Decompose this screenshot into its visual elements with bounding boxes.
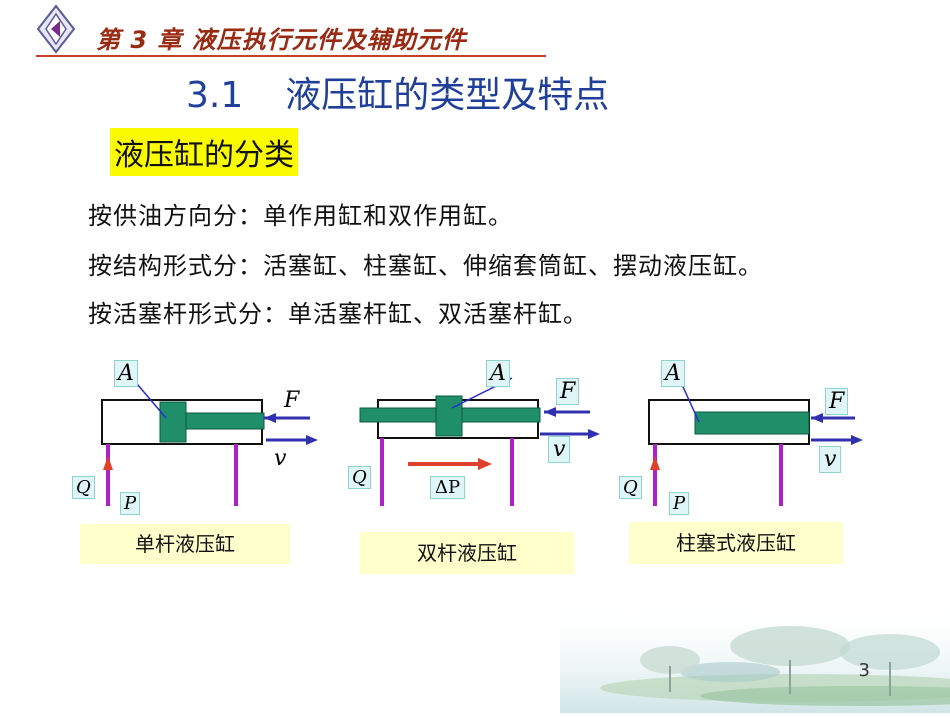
section-number: 3.1 [186, 75, 244, 116]
velocity-label: v [819, 446, 842, 473]
body-line: 按活塞杆形式分：单活塞杆缸、双活塞杆缸。 [88, 300, 588, 328]
pressure-label: P [669, 492, 690, 515]
diagram-plunger: A F v Q P 柱塞式液压缸 [615, 356, 885, 576]
single-rod-cylinder-figure [101, 377, 318, 506]
area-label: A [661, 360, 685, 387]
double-rod-cylinder-figure [359, 377, 600, 506]
diagram-caption: 双杆液压缸 [360, 532, 574, 574]
page-number: 3 [858, 660, 870, 681]
force-label: F [825, 388, 849, 415]
pressure-label: P [120, 492, 141, 515]
area-label: A [114, 360, 138, 387]
header-divider [36, 55, 546, 57]
subtitle: 液压缸的分类 [110, 128, 298, 176]
flow-label: Q [619, 476, 642, 499]
section-title: 液压缸的类型及特点 [285, 75, 610, 116]
pressure-difference-label: ΔP [430, 476, 466, 499]
diagram-caption: 单杆液压缸 [80, 524, 290, 564]
landscape-decoration [560, 600, 950, 713]
flow-label: Q [348, 466, 371, 489]
section-heading: 3.1 液压缸的类型及特点 [186, 66, 609, 118]
plunger-cylinder-figure [648, 377, 863, 506]
velocity-label: v [274, 446, 287, 471]
diagram-single-rod: A F v Q P 单杆液压缸 [70, 356, 340, 576]
diagram-caption: 柱塞式液压缸 [629, 522, 843, 564]
velocity-label: v [548, 436, 571, 463]
area-label: A [486, 360, 510, 387]
back-nav-icon[interactable] [36, 4, 76, 54]
body-line: 按结构形式分：活塞缸、柱塞缸、伸缩套筒缸、摆动液压缸。 [88, 252, 763, 280]
force-label: F [556, 378, 580, 405]
force-label: F [284, 388, 300, 413]
chapter-title: 第 3 章 液压执行元件及辅助元件 [96, 26, 467, 54]
flow-label: Q [72, 476, 95, 499]
diagram-double-rod: A F v Q ΔP 双杆液压缸 [340, 356, 620, 586]
body-line: 按供油方向分：单作用缸和双作用缸。 [88, 202, 513, 230]
